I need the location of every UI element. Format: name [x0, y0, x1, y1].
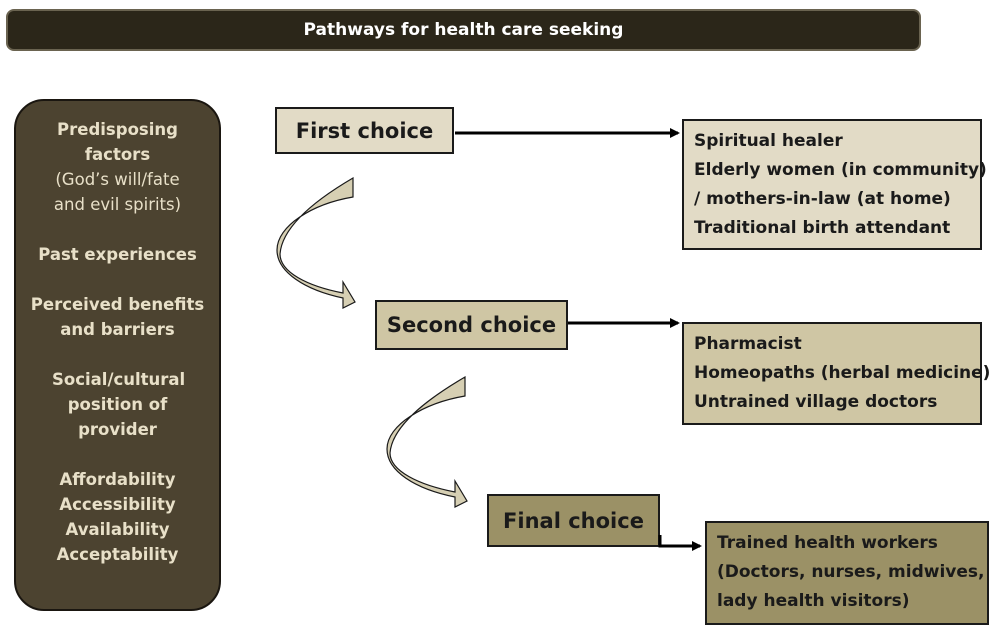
first-choice-providers: Spiritual healer Elderly women (in commu…: [682, 119, 987, 250]
factor-label: Affordability Accessibility Availability…: [56, 470, 179, 564]
factor-label: Predisposing factors: [57, 120, 178, 164]
factor-label: Perceived benefits and barriers: [30, 295, 205, 339]
factor-social-cultural: Social/cultural position of provider: [16, 367, 219, 442]
factor-label: Social/cultural position of provider: [52, 370, 186, 439]
factors-panel: Predisposing factors (God’s will/fate an…: [14, 99, 221, 611]
provider-item: Trained health workers: [717, 533, 938, 553]
final-choice-box: Final choice: [487, 494, 660, 547]
provider-item: / mothers-in-law (at home): [694, 189, 951, 209]
provider-item: Spiritual healer: [694, 131, 843, 151]
factor-perceived-benefits: Perceived benefits and barriers: [16, 292, 219, 342]
final-choice-label: Final choice: [503, 508, 644, 533]
second-choice-providers: Pharmacist Homeopaths (herbal medicine) …: [682, 322, 991, 425]
provider-item: Untrained village doctors: [694, 392, 938, 412]
final-choice-arrow: [658, 535, 702, 551]
provider-item: (Doctors, nurses, midwives,: [717, 562, 985, 582]
diagram-title: Pathways for health care seeking: [6, 9, 921, 51]
first-choice-box: First choice: [275, 107, 454, 154]
curved-arrow-first-to-second: [276, 176, 356, 309]
provider-item: Homeopaths (herbal medicine): [694, 363, 991, 383]
final-choice-providers: Trained health workers (Doctors, nurses,…: [705, 521, 989, 625]
factor-sub: (God’s will/fate and evil spirits): [53, 170, 182, 214]
provider-item: Elderly women (in community): [694, 160, 987, 180]
provider-item: Traditional birth attendant: [694, 218, 951, 238]
first-choice-label: First choice: [295, 118, 434, 143]
provider-item: lady health visitors): [717, 591, 910, 611]
factor-access: Affordability Accessibility Availability…: [16, 467, 219, 567]
factor-predisposing: Predisposing factors (God’s will/fate an…: [16, 117, 219, 217]
second-choice-label: Second choice: [386, 313, 557, 337]
provider-item: Pharmacist: [694, 334, 802, 354]
factor-past-experiences: Past experiences: [16, 242, 219, 267]
second-choice-box: Second choice: [375, 300, 568, 350]
factor-label: Past experiences: [38, 245, 197, 264]
curved-arrow-second-to-final: [386, 375, 468, 508]
